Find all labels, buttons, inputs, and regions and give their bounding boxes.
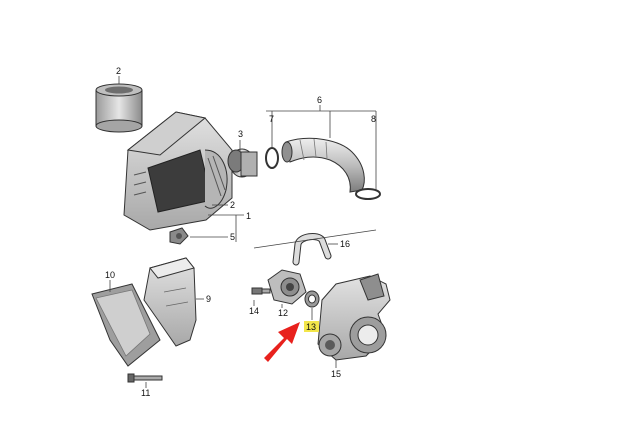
long-bolt-part <box>127 373 163 383</box>
rubber-mount-part <box>169 227 189 245</box>
hose-clamp-left-part <box>265 147 279 169</box>
air-filter-housing-part <box>123 111 233 231</box>
callout-3: 3 <box>238 129 243 139</box>
bolt-part <box>251 287 271 295</box>
leader-lines <box>109 76 377 388</box>
valve-part <box>267 269 307 305</box>
callout-8: 8 <box>371 114 376 124</box>
callout-13-highlight <box>304 321 319 332</box>
air-duct-part <box>143 257 197 347</box>
seal-ring-part <box>304 290 320 308</box>
hose-clamp-right-part <box>355 188 381 200</box>
callout-2-mid: 2 <box>230 200 235 210</box>
callout-15: 15 <box>331 369 341 379</box>
callout-1: 1 <box>246 211 251 221</box>
cover-panel-part <box>91 283 161 367</box>
callout-9: 9 <box>206 294 211 304</box>
breather-pipe-part <box>292 233 332 266</box>
intake-connector-part <box>227 148 258 178</box>
callout-10: 10 <box>105 270 115 280</box>
filter-element-part <box>95 83 143 133</box>
callout-12: 12 <box>278 308 288 318</box>
callout-7: 7 <box>269 114 274 124</box>
callouts: 2 2 1 5 3 6 7 8 16 9 10 11 14 12 13 15 <box>105 66 376 398</box>
callout-2-top: 2 <box>116 66 121 76</box>
callout-14: 14 <box>249 306 259 316</box>
highlight-arrow <box>264 322 300 362</box>
intake-hose-part <box>281 137 365 193</box>
turbocharger-part <box>317 273 391 361</box>
callout-16: 16 <box>340 239 350 249</box>
callout-5: 5 <box>230 232 235 242</box>
callout-13: 13 <box>306 322 316 332</box>
callout-6: 6 <box>317 95 322 105</box>
callout-11: 11 <box>141 388 150 398</box>
